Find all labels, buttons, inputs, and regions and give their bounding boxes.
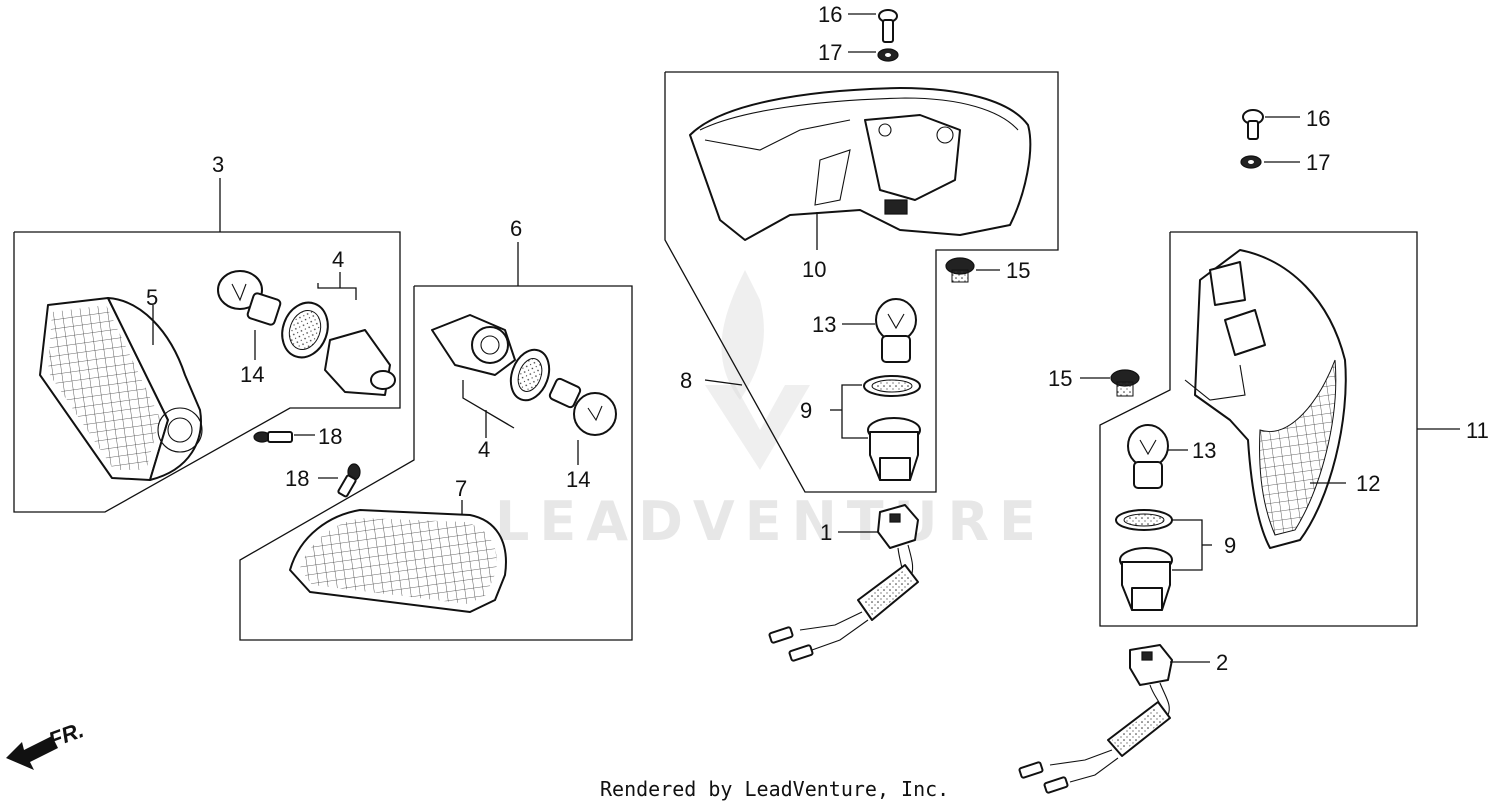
bolt-part-16a [848, 9, 898, 43]
bolt-part-16b [1242, 109, 1300, 140]
assembly-3 [13, 178, 401, 513]
harness-part-2 [1018, 644, 1210, 794]
callout-12: 12 [1356, 471, 1380, 496]
bulb-part-14-left [217, 270, 282, 326]
callout-17-top: 17 [818, 40, 842, 65]
callout-15-right: 15 [1048, 366, 1072, 391]
watermark: LEADVENTURE [495, 270, 1046, 553]
bulb-part-13-right [1127, 424, 1169, 489]
callout-7: 7 [455, 476, 467, 501]
front-direction-arrow: FR. [6, 717, 87, 770]
callout-5: 5 [146, 285, 158, 310]
callout-3: 3 [212, 152, 224, 177]
assembly-6 [239, 242, 633, 641]
bulb-part-13-left [875, 298, 917, 363]
harness-part-1 [768, 504, 919, 662]
callout-17-right: 17 [1306, 150, 1330, 175]
lens-part-12 [1184, 249, 1347, 549]
socket-part-9-left [867, 417, 921, 481]
assembly-8 [664, 71, 1059, 493]
callout-2: 2 [1216, 650, 1228, 675]
callout-1: 1 [820, 520, 832, 545]
callout-4-left: 4 [332, 247, 344, 272]
callout-labels: 3 4 5 14 6 4 14 18 18 7 8 10 13 9 1 16 1… [146, 2, 1489, 675]
callout-4-right: 4 [478, 437, 490, 462]
callout-6: 6 [510, 216, 522, 241]
callout-9-left: 9 [800, 398, 812, 423]
washer-part-17a [848, 48, 899, 62]
socket-part-9-right [1119, 547, 1173, 611]
socket-part-4-left [324, 329, 396, 396]
callout-8: 8 [680, 368, 692, 393]
callout-15-center: 15 [1006, 258, 1030, 283]
footer-credit: Rendered by LeadVenture, Inc. [600, 777, 949, 801]
washer-part-17b [1240, 155, 1300, 169]
callout-11: 11 [1466, 418, 1489, 443]
nut-part-15b [1080, 369, 1140, 397]
callout-16-top: 16 [818, 2, 842, 27]
callout-13-right: 13 [1192, 438, 1216, 463]
callout-16-right: 16 [1306, 106, 1330, 131]
callout-18a: 18 [318, 424, 342, 449]
nut-part-15a [945, 257, 1000, 283]
fr-label: FR. [45, 717, 87, 753]
callout-10: 10 [802, 257, 826, 282]
housing-part-10 [689, 87, 1032, 241]
screw-part-18b [318, 463, 361, 498]
callout-14-left: 14 [240, 362, 264, 387]
screw-part-18a [253, 431, 315, 443]
callout-18b: 18 [285, 466, 309, 491]
callout-9-right: 9 [1224, 533, 1236, 558]
bulb-part-14-right [548, 377, 617, 436]
callout-14-right: 14 [566, 467, 590, 492]
watermark-text: LEADVENTURE [495, 490, 1046, 553]
socket-part-4-right [431, 314, 516, 376]
assembly-11 [1099, 231, 1460, 627]
callout-13-left: 13 [812, 312, 836, 337]
